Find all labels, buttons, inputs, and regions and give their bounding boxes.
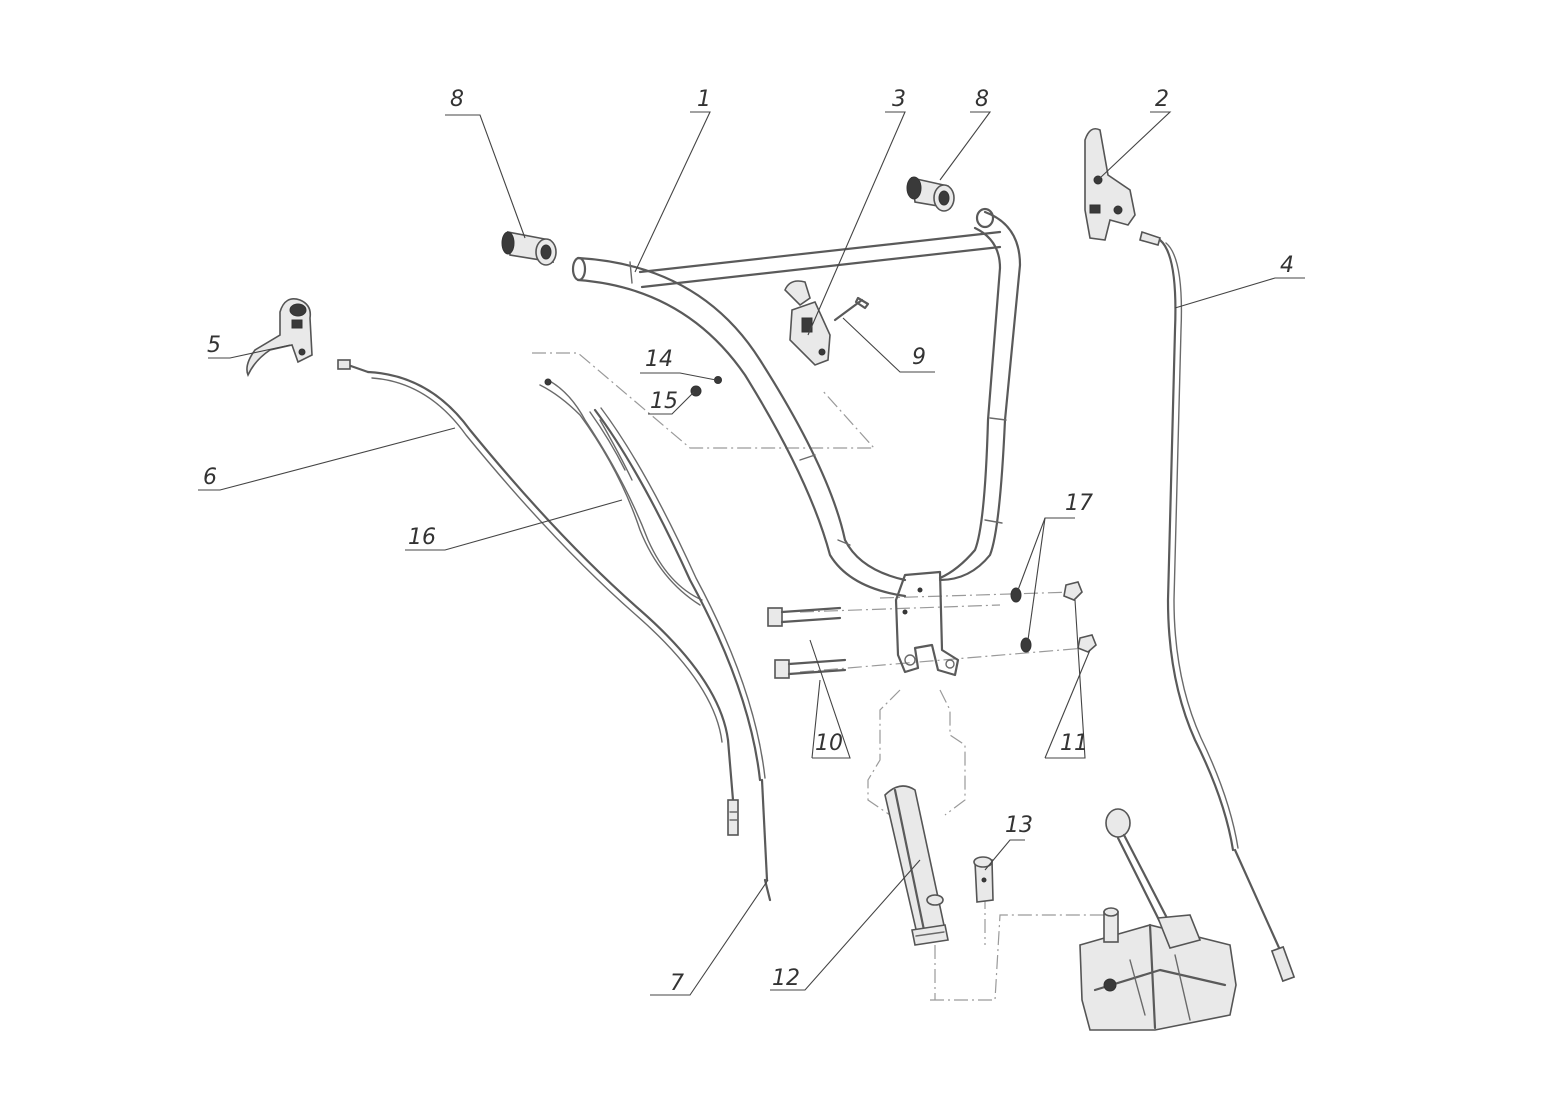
callout-14: 14: [645, 347, 673, 372]
switch-bracket: [784, 280, 831, 366]
grip-cap-left: [501, 231, 557, 266]
tube-12: [884, 785, 949, 946]
callout-7: 7: [670, 971, 684, 996]
grip-cap-right: [906, 176, 955, 212]
leader-lines: [198, 111, 1305, 996]
cable-4: [1139, 230, 1296, 983]
callout-16: 16: [408, 525, 436, 550]
callout-10: 10: [815, 731, 843, 756]
callout-17: 17: [1065, 491, 1093, 516]
handlebar-assembly: [571, 207, 1022, 677]
callout-6: 6: [203, 465, 217, 490]
callout-1: 1: [697, 87, 711, 112]
callout-5: 5: [207, 333, 221, 358]
gearbox-housing: [1079, 808, 1237, 1031]
bolts-10: [767, 606, 847, 679]
callout-4: 4: [1280, 253, 1294, 278]
nuts-11: [1063, 581, 1097, 653]
callout-8-left: 8: [450, 87, 464, 112]
callout-9: 9: [912, 345, 926, 370]
callout-labels: 8 1 3 8 2 4 5 6 7 9 10 11 12 13 14 15 16…: [203, 87, 1294, 996]
callout-8-right: 8: [975, 87, 989, 112]
lever-left: [246, 298, 313, 378]
bolt-9: [833, 296, 870, 322]
dash-dot-guides: [532, 352, 1110, 1001]
sleeve-13: [973, 856, 994, 903]
nut-15: [690, 385, 702, 397]
callout-12: 12: [772, 966, 800, 991]
cable-6: [337, 359, 739, 836]
callout-3: 3: [892, 87, 906, 112]
callout-13: 13: [1005, 813, 1033, 838]
washers-17: [1010, 587, 1032, 653]
cable-7: [593, 407, 772, 902]
callout-11: 11: [1060, 731, 1088, 756]
lever-right: [1084, 127, 1136, 241]
callout-15: 15: [650, 389, 678, 414]
wire-16: [539, 378, 703, 606]
callout-2: 2: [1155, 87, 1169, 112]
